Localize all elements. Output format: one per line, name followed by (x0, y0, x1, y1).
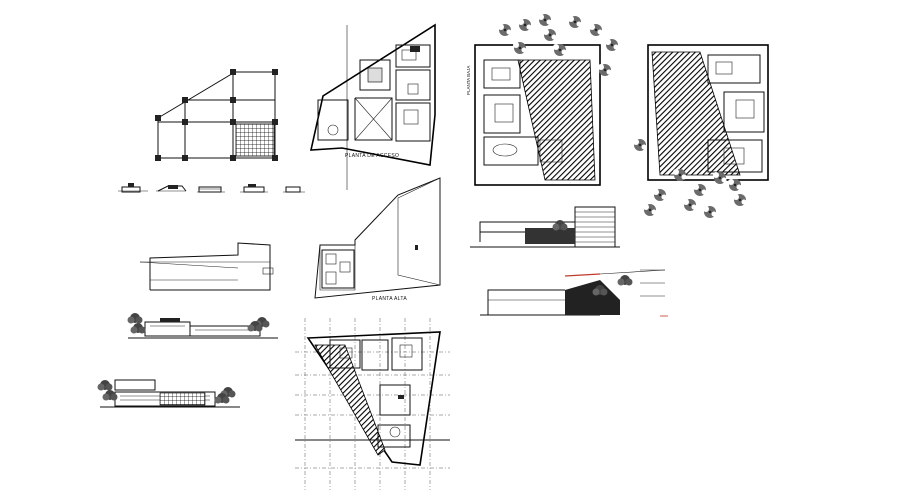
section-upper (470, 206, 620, 248)
ground-floor-plan: PLANTA ALTA (314, 177, 441, 302)
rotated-floor-plan: PLANTA BAJA (466, 14, 619, 186)
mirrored-floor-plan (633, 44, 769, 218)
front-elevation (127, 313, 278, 339)
rear-elevation (97, 379, 240, 408)
detail-sections-row (118, 183, 305, 193)
side-elevation (139, 242, 274, 291)
rotated-plan-title: PLANTA BAJA (466, 66, 471, 95)
upper-floor-plan: PLANTA DE ACCESO (309, 23, 436, 190)
structural-frame-plan (155, 69, 278, 161)
upper-floor-plan-title: PLANTA DE ACCESO (345, 153, 399, 159)
section-lower (480, 269, 668, 317)
site-plan (295, 318, 450, 490)
ground-floor-plan-title: PLANTA ALTA (372, 296, 407, 302)
